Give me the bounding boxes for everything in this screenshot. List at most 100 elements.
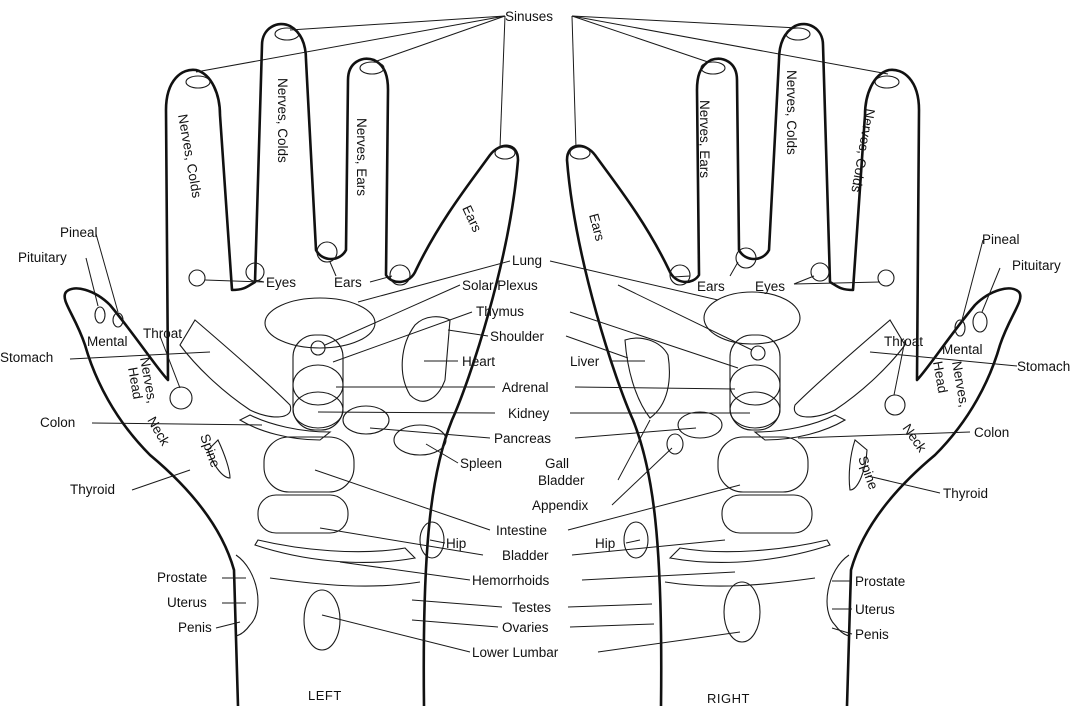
- label-solar-plexus: Solar Plexus: [462, 278, 538, 293]
- label-appendix: Appendix: [532, 498, 589, 513]
- right-solar-plexus: [751, 346, 765, 360]
- label-gall-bladder: Bladder: [538, 473, 585, 488]
- label-spine-right: Spine: [855, 454, 881, 492]
- right-hip: [624, 522, 648, 558]
- label-kidney: Kidney: [508, 406, 550, 421]
- label-nerves-ears-left: Nerves, Ears: [354, 118, 369, 196]
- label-thyroid-right: Thyroid: [943, 486, 988, 501]
- label-hip-right: Hip: [595, 536, 615, 551]
- left-eye-zone: [189, 270, 205, 286]
- label-throat-left: Throat: [143, 326, 182, 341]
- label-stomach-right: Stomach: [1017, 359, 1070, 374]
- right-fingertip-2: [786, 28, 810, 40]
- left-bladder: [255, 540, 415, 562]
- label-hip-left: Hip: [446, 536, 466, 551]
- label-intestine: Intestine: [496, 523, 547, 538]
- right-fingertip-1: [875, 76, 899, 88]
- left-pancreas: [343, 406, 389, 434]
- label-stomach-left: Stomach: [0, 350, 53, 365]
- right-pancreas: [678, 412, 722, 438]
- label-nerves-colds-right-2: Nerves, Colds: [848, 107, 878, 193]
- right-intestine-1: [718, 437, 808, 492]
- label-pineal-left: Pineal: [60, 225, 98, 240]
- right-fingertip-4: [570, 147, 590, 159]
- left-adrenal: [293, 365, 343, 405]
- right-throat: [885, 395, 905, 415]
- label-prostate-right: Prostate: [855, 574, 905, 589]
- label-throat-right: Throat: [884, 334, 923, 349]
- label-neck-left: Neck: [144, 414, 172, 448]
- label-heart: Heart: [462, 354, 495, 369]
- label-hemorrhoids: Hemorrhoids: [472, 573, 550, 588]
- label-ears-left-finger: Ears: [459, 203, 484, 235]
- label-nerves-colds-left-2: Nerves, Colds: [275, 78, 290, 163]
- label-pituitary-right: Pituitary: [1012, 258, 1061, 273]
- right-adrenal: [730, 365, 780, 405]
- label-colon-right: Colon: [974, 425, 1009, 440]
- side-label-right: RIGHT: [707, 691, 750, 706]
- right-liver: [625, 338, 669, 418]
- label-sinuses: Sinuses: [505, 9, 553, 24]
- label-pituitary-left: Pituitary: [18, 250, 67, 265]
- label-nerves-colds-left-1: Nerves, Colds: [175, 113, 205, 199]
- label-mental-right: Mental: [942, 342, 983, 357]
- label-neck-right: Neck: [900, 421, 930, 455]
- left-fingertip-3: [360, 62, 384, 74]
- label-thymus: Thymus: [476, 304, 524, 319]
- left-spleen: [394, 425, 446, 455]
- label-head-right: Head: [930, 360, 950, 394]
- label-ears-left: Ears: [334, 275, 362, 290]
- left-fingertip-1: [186, 76, 210, 88]
- label-bladder: Bladder: [502, 548, 549, 563]
- right-intestine-2: [722, 495, 812, 533]
- left-stomach-zone: [180, 320, 291, 417]
- label-spine-left: Spine: [197, 432, 223, 470]
- left-kidney: [293, 392, 343, 428]
- right-kidney: [730, 392, 780, 428]
- right-eye-zone: [878, 270, 894, 286]
- right-fingertip-3: [701, 62, 725, 74]
- label-adrenal: Adrenal: [502, 380, 549, 395]
- right-zones: [570, 28, 987, 642]
- right-body-column: [730, 335, 780, 430]
- left-intestine-1: [264, 437, 354, 492]
- label-lower-lumbar: Lower Lumbar: [472, 645, 559, 660]
- right-eye-zone-2: [811, 263, 829, 281]
- label-nerves-right: Nerves,: [949, 360, 972, 408]
- left-throat: [170, 387, 192, 409]
- label-gall: Gall: [545, 456, 569, 471]
- left-prostate-area: [236, 555, 258, 636]
- labels: Sinuses Nerves, Colds Nerves, Colds Nerv…: [0, 9, 1070, 706]
- label-testes: Testes: [512, 600, 551, 615]
- label-prostate-left: Prostate: [157, 570, 207, 585]
- label-ears-right: Ears: [697, 279, 725, 294]
- left-lung: [265, 298, 375, 348]
- right-lung: [704, 292, 800, 344]
- label-penis-left: Penis: [178, 620, 212, 635]
- left-pineal: [95, 307, 105, 323]
- label-colon-left: Colon: [40, 415, 75, 430]
- label-liver: Liver: [570, 354, 600, 369]
- left-body-column: [293, 335, 343, 430]
- label-spleen: Spleen: [460, 456, 502, 471]
- left-lower-lumbar: [304, 590, 340, 650]
- label-uterus-left: Uterus: [167, 595, 207, 610]
- label-pancreas: Pancreas: [494, 431, 551, 446]
- left-hand: [65, 24, 518, 706]
- label-mental-left: Mental: [87, 334, 128, 349]
- label-uterus-right: Uterus: [855, 602, 895, 617]
- left-fingertip-4: [495, 147, 515, 159]
- label-eyes-left: Eyes: [266, 275, 296, 290]
- right-pituitary: [973, 312, 987, 332]
- label-ovaries: Ovaries: [502, 620, 549, 635]
- left-intestine-2: [258, 495, 348, 533]
- left-hemorrhoids: [270, 578, 420, 586]
- label-thyroid-left: Thyroid: [70, 482, 115, 497]
- right-prostate-area: [827, 555, 849, 636]
- label-lung: Lung: [512, 253, 542, 268]
- left-shoulder: [402, 317, 450, 401]
- label-eyes-right: Eyes: [755, 279, 785, 294]
- left-hand-outline: [65, 24, 518, 706]
- label-ears-right-finger: Ears: [586, 212, 608, 243]
